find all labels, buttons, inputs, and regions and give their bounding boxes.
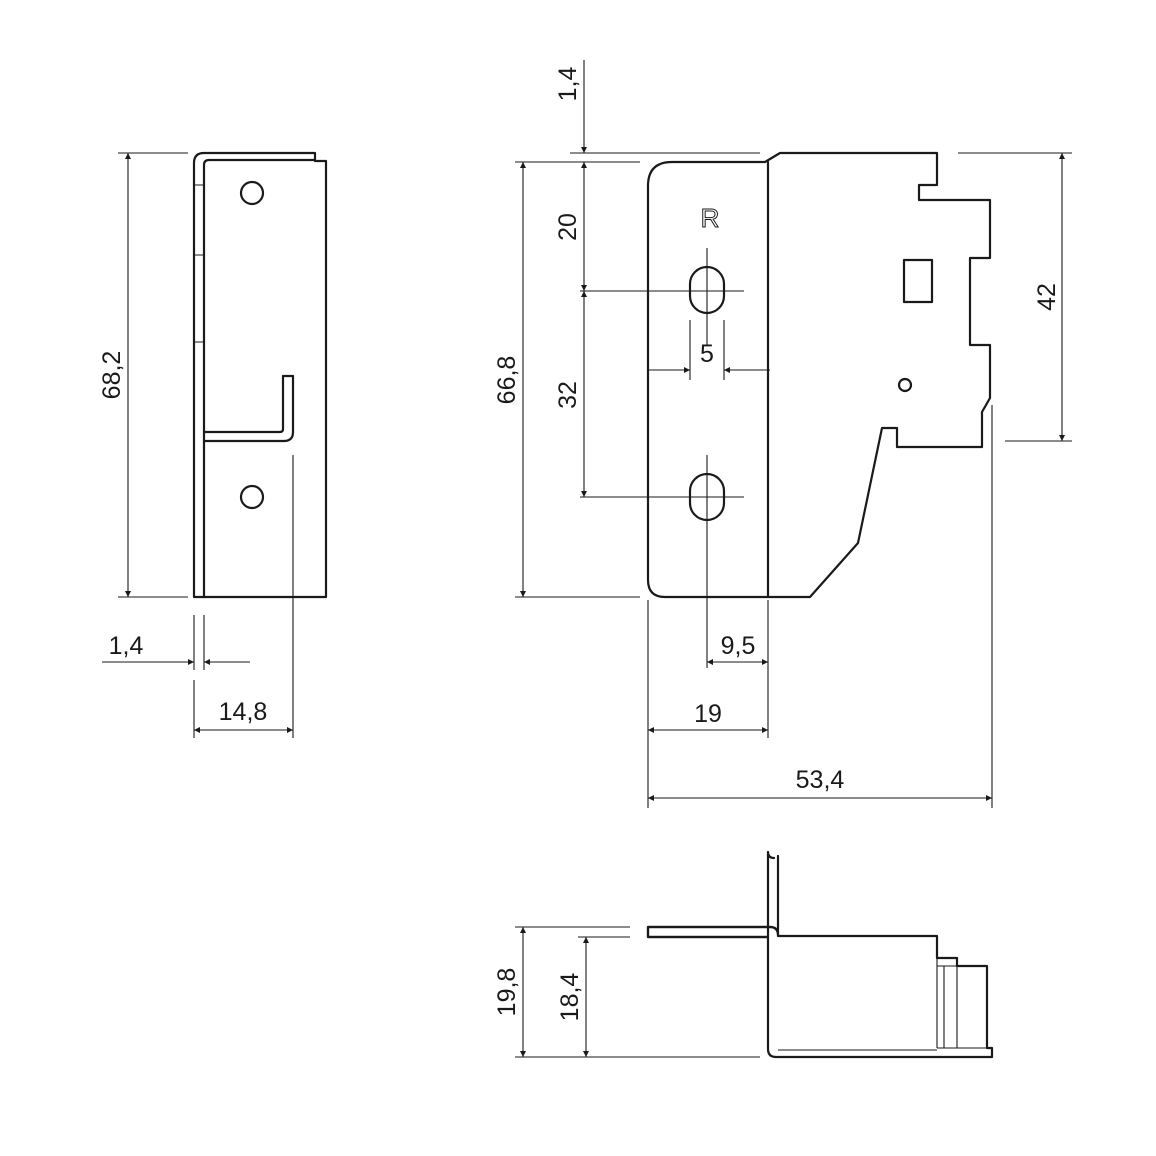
dim-top-inner: 18,4	[556, 973, 584, 1022]
side-hole-top	[239, 180, 265, 206]
dim-side-thickness: 1,4	[109, 632, 144, 660]
side-back-notches	[194, 184, 204, 343]
dim-side-depth: 14,8	[219, 698, 268, 726]
top-body-main	[646, 925, 994, 1059]
dim-side-height: 68,2	[98, 351, 126, 400]
dim-front-slot-spacing: 32	[554, 381, 582, 409]
dim-front-slot-offset: 9,5	[721, 632, 756, 660]
top-tab-detail	[778, 958, 987, 1051]
front-view: R 1,4 20 32 5 66,8 42 9,	[493, 60, 1072, 808]
side-inner-wall	[202, 158, 317, 599]
dim-front-total-width: 53,4	[796, 766, 845, 794]
side-hole-bottom	[239, 484, 265, 510]
dim-front-top-offset: 1,4	[554, 67, 582, 102]
side-view: 68,2 1,4 14,8	[98, 151, 328, 738]
side-body-outline	[192, 151, 328, 599]
front-square-cutout	[902, 258, 934, 304]
side-hook	[202, 374, 295, 443]
dim-front-height: 66,8	[493, 356, 521, 405]
brand-logo-icon: R	[701, 203, 720, 233]
dim-front-plate-width: 19	[694, 700, 722, 728]
front-small-hole	[897, 377, 913, 393]
dim-top-outer: 19,8	[493, 968, 521, 1017]
dim-front-slot-width: 5	[700, 340, 714, 368]
dim-front-slot-to-top: 20	[554, 213, 582, 241]
dim-front-right-height: 42	[1033, 283, 1061, 311]
top-body-outline	[646, 850, 780, 939]
front-body-outline	[646, 151, 992, 599]
top-view: 19,8 18,4	[493, 850, 994, 1059]
